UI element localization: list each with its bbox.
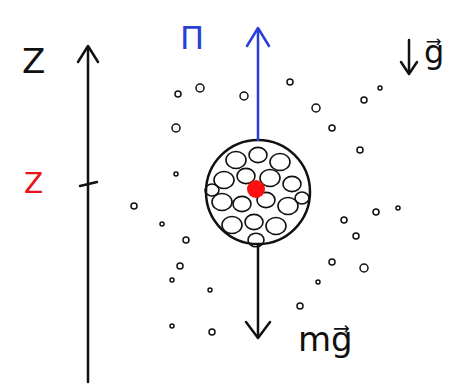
fluid-particle bbox=[174, 172, 178, 176]
fluid-particle bbox=[312, 104, 320, 112]
grain bbox=[249, 147, 267, 162]
axis-tick bbox=[80, 182, 97, 186]
fluid-particle bbox=[177, 263, 183, 269]
fluid-particle bbox=[209, 329, 215, 335]
fluid-particle bbox=[360, 264, 368, 272]
axis-label: Z bbox=[22, 44, 45, 78]
fluid-particle bbox=[240, 92, 248, 100]
buoyancy-arrow bbox=[257, 30, 260, 140]
fluid-particle bbox=[160, 222, 164, 226]
fluid-particle bbox=[170, 278, 174, 282]
fluid-particle bbox=[316, 280, 320, 284]
fluid-particle bbox=[357, 147, 363, 153]
grain bbox=[248, 233, 264, 247]
fluid-particle bbox=[208, 288, 212, 292]
fluid-particle bbox=[196, 84, 204, 92]
fluid-particle bbox=[341, 217, 347, 223]
fluid-particle bbox=[396, 206, 400, 210]
fluid-particle bbox=[329, 125, 335, 131]
gravity-arrow bbox=[408, 40, 411, 72]
weight-arrowhead bbox=[246, 322, 270, 338]
fluid-particle bbox=[361, 97, 367, 103]
grains bbox=[205, 147, 309, 246]
buoyancy-arrowhead bbox=[247, 28, 269, 46]
grain bbox=[205, 184, 219, 196]
grain bbox=[245, 214, 263, 229]
particle-outline bbox=[206, 140, 310, 244]
gravity-label: g⃗ bbox=[424, 36, 444, 68]
fluid-particle bbox=[378, 86, 382, 90]
grain bbox=[266, 218, 286, 235]
fluid-particle bbox=[297, 303, 303, 309]
grain bbox=[283, 176, 301, 191]
axis-arrowhead bbox=[78, 46, 98, 62]
fluid-particle bbox=[131, 203, 137, 209]
position-label: Z bbox=[24, 170, 43, 198]
center-dot bbox=[247, 180, 265, 198]
fluid-particle bbox=[287, 79, 293, 85]
weight-label: mg⃗ bbox=[298, 322, 353, 356]
fluid-particles bbox=[131, 79, 400, 335]
grain bbox=[295, 192, 309, 204]
weight-arrow bbox=[257, 245, 260, 336]
fluid-particle bbox=[175, 91, 181, 97]
fluid-particle bbox=[170, 324, 174, 328]
fluid-particle bbox=[172, 124, 180, 132]
gravity-arrowhead bbox=[401, 62, 417, 74]
fluid-particle bbox=[183, 237, 189, 243]
grain bbox=[233, 196, 251, 211]
fluid-particle bbox=[373, 209, 379, 215]
fluid-particle bbox=[329, 259, 335, 265]
fluid-particle bbox=[353, 233, 359, 239]
grain bbox=[222, 217, 242, 234]
grain bbox=[226, 152, 246, 169]
grain bbox=[270, 154, 290, 171]
buoyancy-label: Π bbox=[180, 22, 204, 54]
z-axis bbox=[87, 48, 90, 382]
